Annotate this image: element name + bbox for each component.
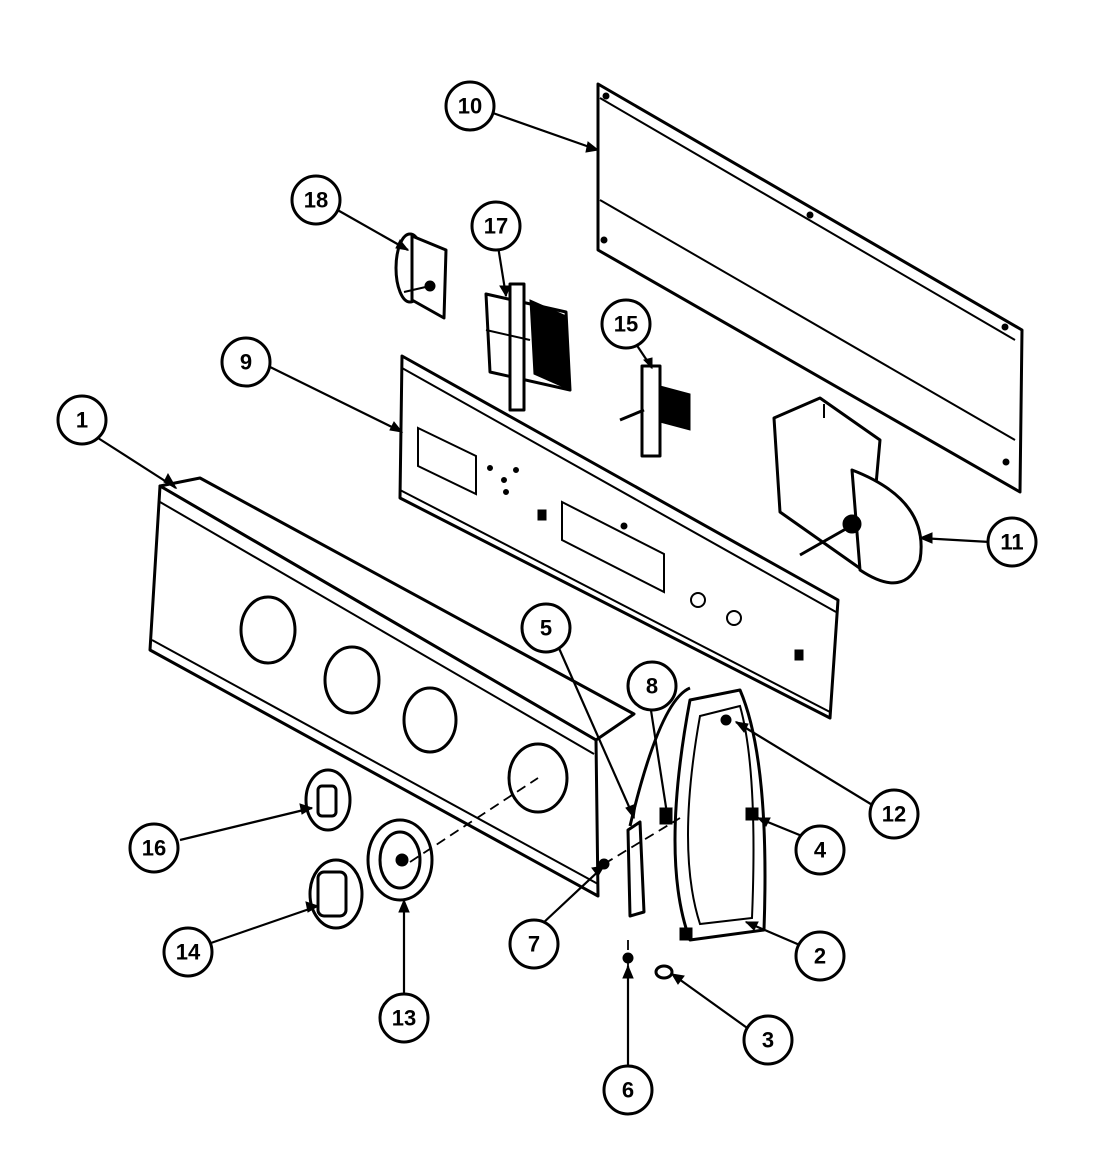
callout-18-label: 18 [304,188,328,213]
part-12-screw [720,714,732,726]
part-17-timer [484,282,572,412]
part-9-control-panel [398,354,840,720]
callout-17-label: 17 [484,214,508,239]
callout-7-label: 7 [528,932,540,957]
part-3-clip [654,964,674,980]
callout-2-label: 2 [814,944,826,969]
part-4-clip [745,807,759,821]
callout-17: 17 [470,200,522,252]
part-1-console-panel [148,476,636,898]
part-5-trim [626,686,691,918]
part-18-switch [394,232,448,320]
callout-1-label: 1 [76,408,88,433]
callout-13: 13 [378,992,430,1044]
callout-15-label: 15 [614,312,638,337]
part-14-knob [308,858,364,930]
callout-5: 5 [520,602,572,654]
callout-14: 14 [162,926,214,978]
callout-2: 2 [794,930,846,982]
callout-1: 1 [56,394,108,446]
callout-10: 10 [444,80,496,132]
callout-6-label: 6 [622,1078,634,1103]
callout-9-label: 9 [240,350,252,375]
callout-3-label: 3 [762,1028,774,1053]
callout-7: 7 [508,918,560,970]
callout-8: 8 [626,660,678,712]
callout-3: 3 [742,1014,794,1066]
callout-4-label: 4 [814,838,827,863]
callout-9: 9 [220,336,272,388]
callout-6: 6 [602,1064,654,1116]
part-16-knob [304,768,352,832]
callout-5-label: 5 [540,616,552,641]
callout-10-label: 10 [458,94,482,119]
part-10-rear-panel [596,82,1024,494]
callout-16: 16 [128,822,180,874]
part-13-dial [366,818,434,902]
callout-12: 12 [868,788,920,840]
callout-18: 18 [290,174,342,226]
callout-12-label: 12 [882,802,906,827]
callout-13-label: 13 [392,1006,416,1031]
callout-14-label: 14 [176,940,201,965]
callout-16-label: 16 [142,836,166,861]
callout-15: 15 [600,298,652,350]
leader-lines [97,110,991,1070]
callout-11-label: 11 [1000,530,1023,555]
callout-4: 4 [794,824,846,876]
part-11-timer-assembly [772,396,923,585]
callout-11: 11 [986,516,1038,568]
callout-8-label: 8 [646,674,658,699]
part-15-switch [619,364,691,458]
